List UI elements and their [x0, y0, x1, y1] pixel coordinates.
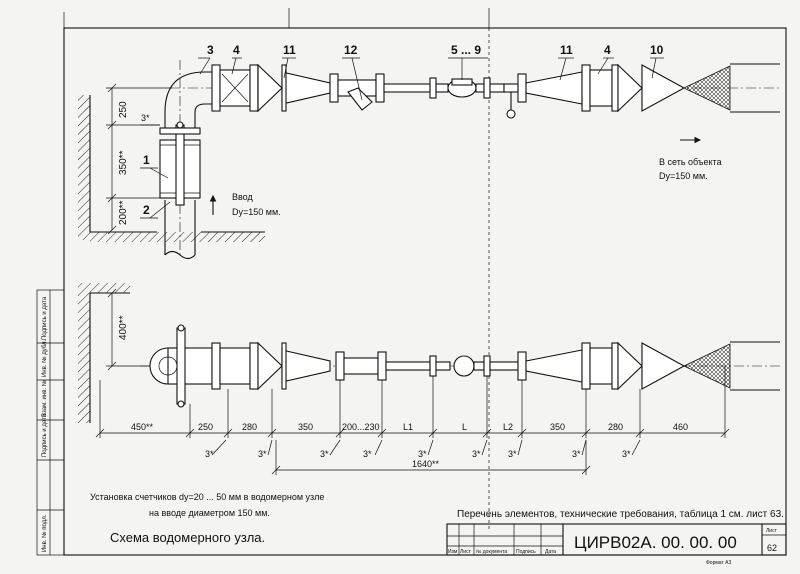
- stamp-header: Дата: [545, 549, 556, 555]
- title-block: Изм Лист № документа Подпись Дата ЦИРВ02…: [446, 523, 787, 566]
- drawing-code: ЦИРВ02А. 00. 00. 00: [574, 533, 737, 552]
- side-label: Подпись и дата: [42, 413, 48, 457]
- angle-mark: 3*: [418, 449, 427, 459]
- dim-200-230: 200...230: [342, 422, 380, 432]
- dim-350b: 350: [298, 422, 313, 432]
- dims-top: 250 350** 200** 3*: [106, 83, 172, 235]
- callout-label: 1: [143, 153, 150, 167]
- callout-label: 5 ... 9: [451, 43, 481, 57]
- side-strip: Подпись и дата Инв. № дубл. Взам. инв. №…: [36, 289, 65, 556]
- callout-label: 4: [233, 43, 240, 57]
- dim-l2: L2: [503, 422, 513, 432]
- side-label: Инв. № дубл.: [41, 340, 48, 377]
- dim-280: 280: [242, 422, 257, 432]
- dim-angle: 3*: [141, 113, 150, 123]
- note-left-line2: на вводе диаметром 150 мм.: [149, 508, 270, 518]
- bottom-view: 400**: [78, 283, 780, 475]
- angle-mark: 3*: [572, 449, 581, 459]
- stamp-header: Подпись: [516, 549, 536, 555]
- angle-mark: 3*: [205, 449, 214, 459]
- angle-mark: 3*: [622, 449, 631, 459]
- callout-label: 10: [650, 43, 664, 57]
- side-label: Инв. № подл.: [41, 514, 48, 552]
- format-label: Формат А3: [706, 560, 731, 566]
- dim-450: 450**: [131, 422, 154, 432]
- note-left-line1: Установка счетчиков dy=20 ... 50 мм в во…: [90, 492, 324, 502]
- callout-label: 3: [207, 43, 214, 57]
- dims-bottom: 450** 250 280 350 200...230 L1 L L2 350 …: [95, 366, 730, 475]
- sheet-number: 62: [767, 543, 777, 553]
- angle-mark: 3*: [258, 449, 267, 459]
- side-label: Подпись и дата: [42, 296, 48, 340]
- dim-350: 350**: [118, 150, 129, 175]
- drawing-caption: Схема водомерного узла.: [110, 530, 265, 545]
- callout-label: 12: [344, 43, 358, 57]
- callouts-top: 3 4 11 12 5 ... 9 11 4 10 1 2: [140, 43, 664, 219]
- angle-mark: 3*: [472, 449, 481, 459]
- stamp-header: Изм: [448, 549, 458, 555]
- dim-250b: 250: [198, 422, 213, 432]
- top-view: 3 4 11 12 5 ... 9 11 4 10 1 2: [78, 43, 780, 260]
- stamp-header: № документа: [476, 549, 507, 555]
- side-label: Взам. инв. №: [41, 380, 48, 417]
- inlet-title: Ввод: [232, 192, 253, 202]
- dim-250: 250: [118, 101, 129, 118]
- sheet-frame: [63, 27, 787, 556]
- outlet-diameter: Dy=150 мм.: [659, 171, 708, 181]
- dim-200: 200**: [118, 200, 129, 225]
- inlet-diameter: Dy=150 мм.: [232, 207, 281, 217]
- dim-460: 460: [673, 422, 688, 432]
- angle-mark: 3*: [363, 449, 372, 459]
- outlet-title: В сеть объекта: [659, 157, 722, 167]
- angle-mark: 3*: [320, 449, 329, 459]
- note-right: Перечень элементов, технические требован…: [457, 508, 784, 520]
- sheet-label: Лист: [766, 528, 778, 534]
- dim-400: 400**: [118, 315, 129, 340]
- callout-label: 11: [283, 43, 296, 57]
- callout-label: 2: [143, 203, 150, 217]
- callout-label: 4: [604, 43, 611, 57]
- stamp-header: Лист: [460, 549, 472, 555]
- angle-mark: 3*: [508, 449, 517, 459]
- dim-350c: 350: [550, 422, 565, 432]
- dim-l: L: [462, 422, 467, 432]
- callout-label: 11: [560, 43, 573, 57]
- dim-280b: 280: [608, 422, 623, 432]
- dim-1640: 1640**: [412, 459, 440, 469]
- dim-l1: L1: [403, 422, 413, 432]
